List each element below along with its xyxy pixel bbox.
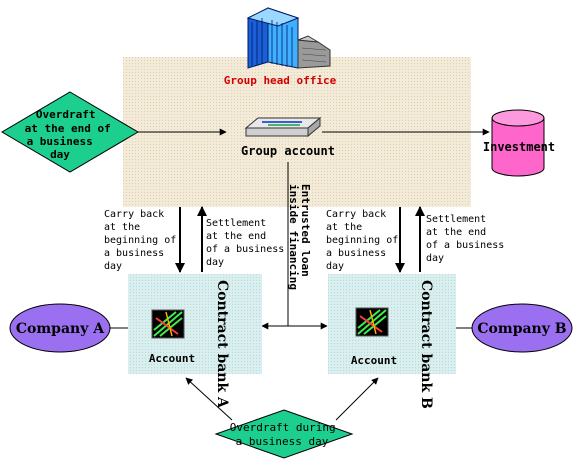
svg-text:Carry back at the begi: Carry back at the beginning of a busines… xyxy=(326,209,404,272)
left-settlement-line-2: at the end xyxy=(206,231,266,242)
left-carry-back-line-1: Carry back xyxy=(104,209,164,220)
overdraft-to-bank-b-arrow xyxy=(335,377,379,421)
right-settlement-line-2: at the end xyxy=(426,227,486,238)
svg-text:Settlement at the end: Settlement at the end of a business day xyxy=(206,218,290,268)
bank-b-account-label: Account xyxy=(351,354,397,367)
overdraft-during-line-2: a business day xyxy=(236,435,329,448)
left-settlement-line-4: day xyxy=(206,257,224,268)
bank-b-account-icon xyxy=(355,307,389,337)
bank-b-title: Contract bank B xyxy=(418,280,434,409)
overdraft-to-bank-a-arrow xyxy=(185,377,233,421)
right-carry-back-line-1: Carry back xyxy=(326,209,386,220)
left-carry-back-line-4: a business xyxy=(104,248,164,259)
left-carry-back-line-5: day xyxy=(104,261,122,272)
left-carry-back-line-2: at the xyxy=(104,222,140,233)
entrusted-loan-line-2: inside financing xyxy=(287,184,300,290)
right-carry-back-line-4: a business xyxy=(326,248,386,259)
overdraft-during-diamond xyxy=(214,409,354,459)
group-account-icon xyxy=(244,116,322,138)
bank-a-account-icon xyxy=(151,309,185,339)
svg-text:Overdraft during a busines: Overdraft during a business day xyxy=(230,421,343,448)
right-settlement-line-3: of a business xyxy=(426,240,504,251)
bank-a-account-label: Account xyxy=(149,352,195,365)
left-carry-back-line-3: beginning of xyxy=(104,235,176,246)
svg-text:Carry back at the begi: Carry back at the beginning of a busines… xyxy=(104,209,182,272)
overdraft-end-line-4: day xyxy=(50,148,70,161)
company-b-ellipse xyxy=(471,303,573,353)
svg-text:Settlement at the end: Settlement at the end of a business day xyxy=(426,214,510,264)
right-settlement-line-1: Settlement xyxy=(426,214,486,225)
overdraft-end-diamond xyxy=(1,91,139,173)
group-account-label: Group account xyxy=(241,144,335,158)
overdraft-end-line-2: at the end of xyxy=(25,122,111,135)
entrusted-loan-line-1: Entrusted loan xyxy=(299,184,312,277)
company-a-ellipse xyxy=(9,303,111,353)
overdraft-end-line-3: a business xyxy=(27,135,93,148)
left-settlement-line-3: of a business xyxy=(206,244,284,255)
svg-text:Overdraft at the end of: Overdraft at the end of a business day xyxy=(25,108,118,161)
head-office-label: Group head office xyxy=(224,74,337,87)
bank-b-panel xyxy=(328,274,456,374)
right-carry-back-line-5: day xyxy=(326,261,344,272)
company-b-label: Company B xyxy=(477,321,566,337)
investment-cylinder xyxy=(491,109,545,177)
left-settlement-line-1: Settlement xyxy=(206,218,266,229)
investment-label: Investment xyxy=(483,140,555,154)
bank-a-panel xyxy=(128,274,262,374)
right-carry-back-line-2: at the xyxy=(326,222,362,233)
overdraft-during-line-1: Overdraft during xyxy=(230,421,336,434)
overdraft-end-line-1: Overdraft xyxy=(36,108,96,121)
right-settlement-line-4: day xyxy=(426,253,444,264)
company-a-label: Company A xyxy=(16,321,105,337)
building-icon xyxy=(246,7,331,69)
right-carry-back-line-3: beginning of xyxy=(326,235,398,246)
bank-a-title: Contract bank A xyxy=(214,280,230,409)
